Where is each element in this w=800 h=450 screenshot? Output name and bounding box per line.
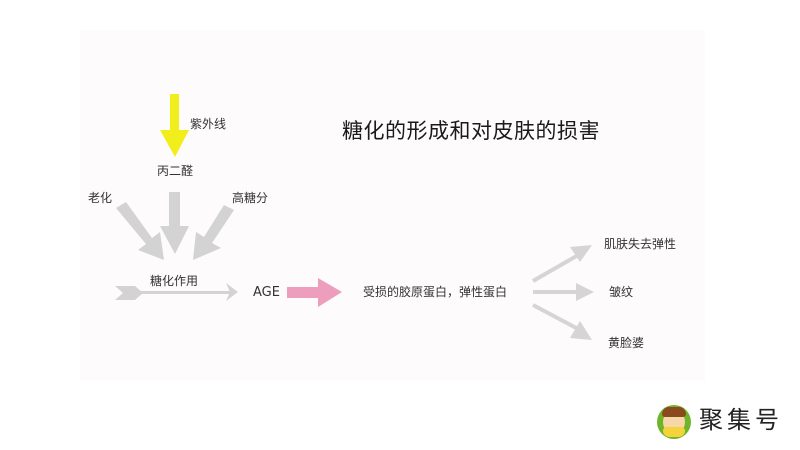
label-aging: 老化 — [88, 191, 113, 205]
label-damaged-proteins: 受损的胶原蛋白，弹性蛋白 — [363, 285, 508, 299]
label-outcome-sallow: 黄脸婆 — [608, 336, 645, 350]
outcome-arrows-icon — [532, 245, 594, 340]
watermark-logo: 聚集号 — [655, 400, 795, 445]
age-arrow-icon — [287, 278, 342, 307]
high-sugar-arrow-icon — [193, 205, 234, 260]
uv-arrow-icon — [160, 94, 189, 157]
label-outcome-wrinkles: 皱纹 — [609, 285, 634, 299]
malondialdehyde-arrow-icon — [160, 192, 189, 254]
label-high-sugar: 高糖分 — [232, 191, 269, 205]
label-outcome-elasticity: 肌肤失去弹性 — [604, 237, 677, 251]
label-malondialdehyde: 丙二醛 — [157, 164, 194, 178]
label-age: AGE — [253, 285, 280, 300]
diagram-title: 糖化的形成和对皮肤的损害 — [342, 119, 600, 143]
glycation-arrow-icon — [115, 283, 238, 301]
diagram-panel — [80, 30, 705, 380]
watermark-text: 聚集号 — [699, 406, 783, 434]
label-uv: 紫外线 — [190, 117, 227, 131]
aging-arrow-icon — [116, 202, 164, 260]
cartoon-avatar-icon — [657, 405, 691, 439]
label-glycation: 糖化作用 — [150, 274, 199, 288]
